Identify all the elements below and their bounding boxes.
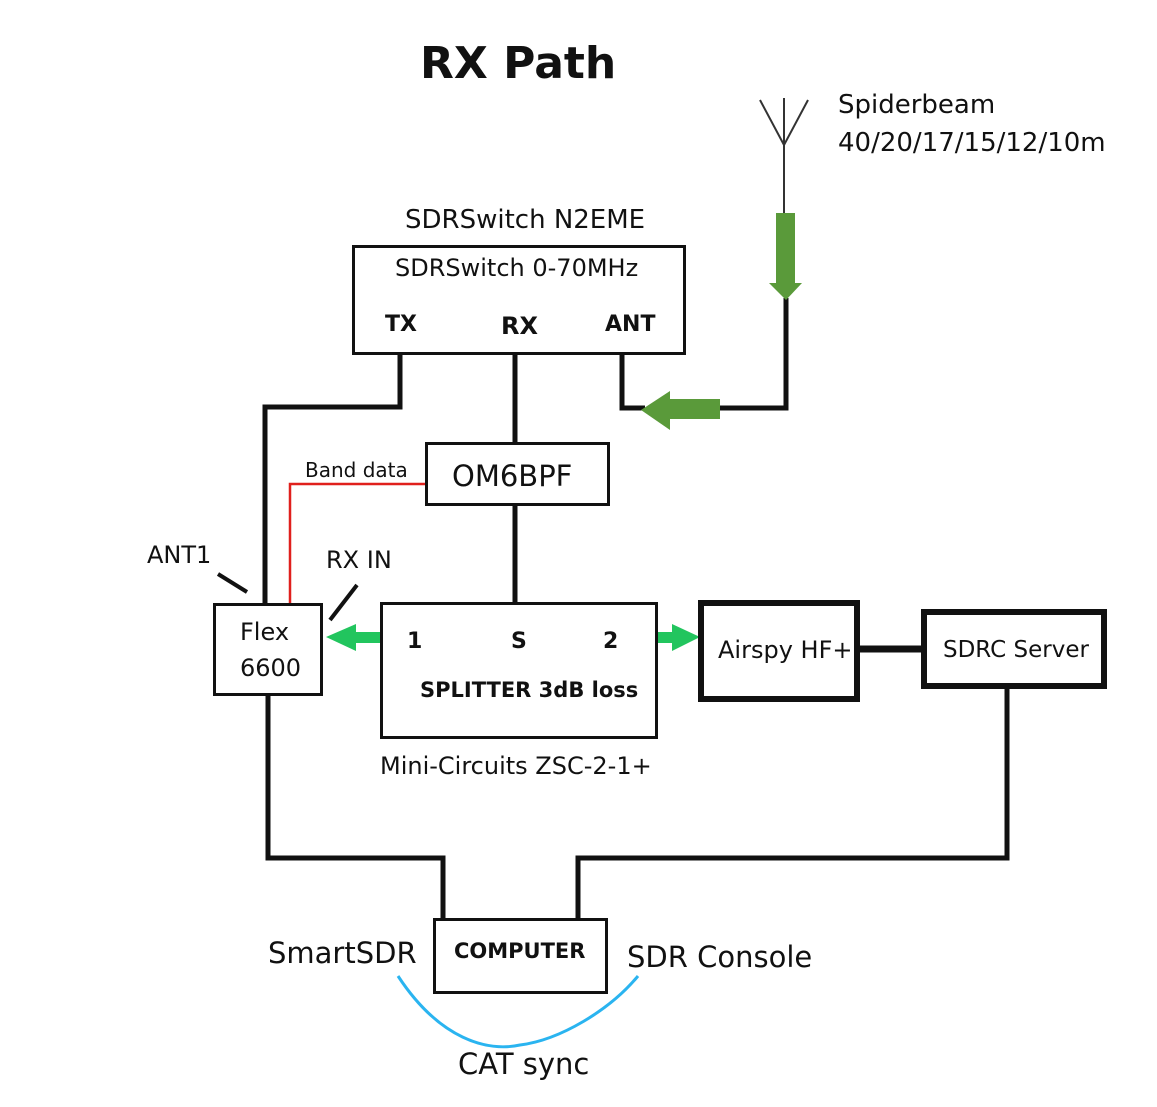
sdrc-to-computer-cable (575, 686, 1010, 918)
smartsdr-label: SmartSDR (268, 936, 417, 970)
flex-ant1-label: ANT1 (147, 541, 212, 569)
tx-to-flex-cable (262, 354, 403, 604)
splitter-model: Mini-Circuits ZSC-2-1+ (380, 752, 652, 780)
bpf-label: OM6BPF (452, 459, 573, 493)
antenna-arrow-head (769, 283, 802, 300)
ant1-pointer (216, 572, 249, 594)
splitter-port-1: 1 (407, 629, 423, 654)
rx-in-pointer (328, 583, 359, 622)
sdrswitch-subtitle: SDRSwitch 0-70MHz (395, 254, 639, 282)
antenna-arrow-shaft (776, 213, 795, 285)
airspy-label: Airspy HF+ (718, 636, 853, 664)
sdrswitch-title: SDRSwitch N2EME (405, 205, 646, 235)
cat-sync-label: CAT sync (458, 1047, 590, 1081)
splitter-port2-arrow-head (672, 624, 700, 651)
flex-to-computer-cable (265, 695, 446, 918)
airspy-box: Airspy HF+ (698, 600, 860, 702)
sdr-console-label: SDR Console (627, 940, 813, 974)
sdrc-box: SDRC Server (921, 609, 1107, 689)
band-data-cable (288, 482, 426, 604)
antenna-cable (715, 298, 789, 411)
flex-6600-box: Flex 6600 (213, 603, 323, 696)
splitter-port1-arrow-head (326, 624, 356, 651)
sdrswitch-port-tx: TX (385, 312, 417, 337)
antenna-name: Spiderbeam (838, 90, 996, 120)
flex-line2: 6600 (240, 654, 302, 682)
ant-arrow-head (641, 391, 670, 430)
sdrswitch-box: SDRSwitch 0-70MHz TX RX ANT (352, 245, 686, 355)
page-title: RX Path (420, 38, 617, 89)
bpf-box: OM6BPF (425, 442, 610, 506)
computer-box: COMPUTER (433, 918, 608, 994)
ant-arrow-shaft (668, 399, 720, 419)
splitter-box: 1 S 2 SPLITTER 3dB loss (380, 602, 658, 739)
splitter-port1-arrow-shaft (353, 632, 398, 643)
splitter-port-2: 2 (603, 629, 619, 654)
flex-rx-in-label: RX IN (326, 546, 392, 574)
cat-sync-curve (396, 975, 640, 1049)
ant-port-cable (619, 354, 645, 411)
flex-line1: Flex (240, 618, 290, 646)
sdrswitch-port-ant: ANT (605, 312, 656, 337)
splitter-port-s: S (511, 629, 527, 654)
band-data-label: Band data (305, 458, 408, 482)
antenna-bands: 40/20/17/15/12/10m (838, 128, 1106, 158)
splitter-label: SPLITTER 3dB loss (420, 678, 639, 702)
sdrc-label: SDRC Server (943, 637, 1089, 663)
sdrswitch-port-rx: RX (501, 312, 538, 340)
computer-label: COMPUTER (454, 939, 586, 963)
